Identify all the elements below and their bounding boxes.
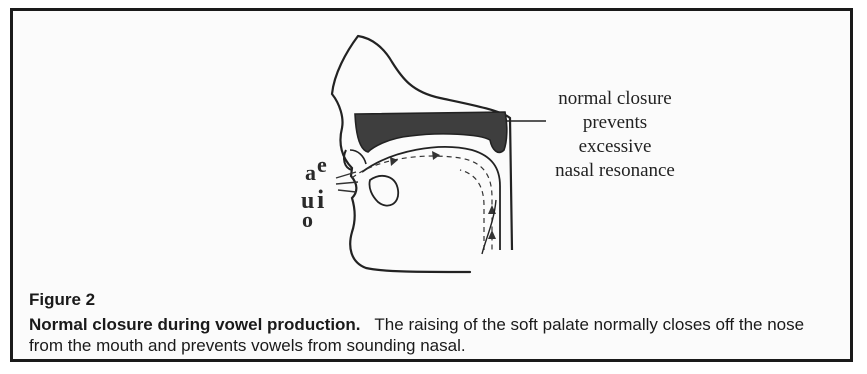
figure-label: Figure 2 [29, 290, 95, 310]
nostril [350, 150, 366, 164]
closure-callout: normal closure prevents excessive nasal … [520, 87, 710, 183]
vowel-a: a [305, 160, 316, 186]
airflow-arrow [390, 157, 398, 166]
oral-cavity-roof [362, 147, 500, 250]
callout-line: normal closure [520, 87, 710, 111]
vowel-i: i [317, 185, 324, 215]
caption-lead: Normal closure during vowel production. [29, 315, 361, 334]
tongue [369, 176, 398, 206]
vowel-e: e [317, 152, 327, 178]
vowel-o: o [302, 207, 313, 233]
callout-line: nasal resonance [520, 159, 710, 183]
callout-line: prevents [520, 111, 710, 135]
airflow-path-oral [352, 156, 492, 250]
figure-caption: Normal closure during vowel production. … [29, 314, 839, 356]
palate-closure [355, 112, 507, 152]
airflow-arrow [432, 151, 440, 160]
lip-airflow-lines [336, 172, 358, 192]
callout-line: excessive [520, 135, 710, 159]
airflow-path-pharynx [460, 170, 484, 250]
